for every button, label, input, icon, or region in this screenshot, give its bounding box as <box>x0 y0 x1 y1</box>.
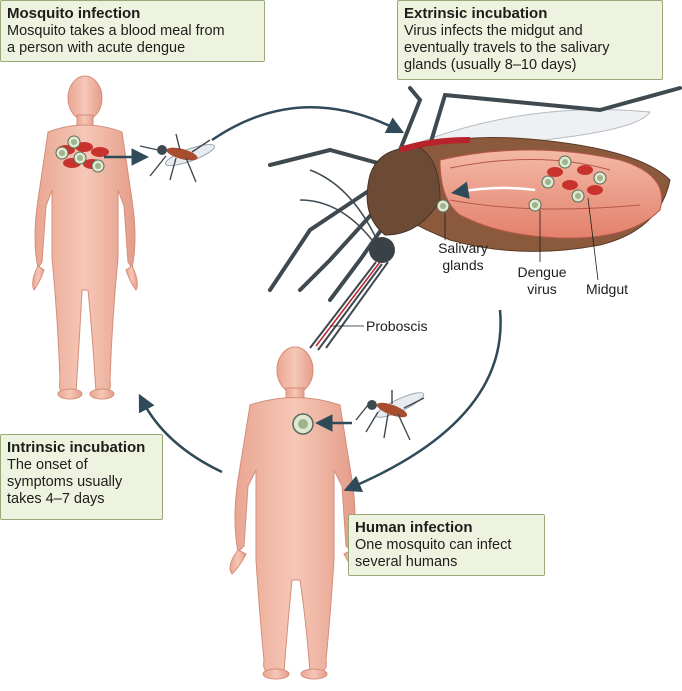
box-mosquito-infection: Mosquito infection Mosquito takes a bloo… <box>0 0 265 62</box>
box-intrinsic-incubation: Intrinsic incubation The onset of sympto… <box>0 434 163 520</box>
box-text-line: eventually travels to the salivary <box>404 40 610 56</box>
box-text-line: symptoms usually <box>7 474 123 490</box>
dengue-virus-cluster <box>528 155 607 212</box>
human-figure-top <box>32 75 138 400</box>
box-title: Human infection <box>355 519 473 536</box>
box-text-line: takes 4–7 days <box>7 491 105 507</box>
label-line: glands <box>442 257 484 273</box>
arrow-mosquito-to-human <box>343 309 502 492</box>
cycle-arrows <box>138 106 502 492</box>
label-salivary-glands: Salivary glands <box>437 240 489 274</box>
label-proboscis: Proboscis <box>366 318 428 334</box>
box-title: Extrinsic incubation <box>404 5 548 22</box>
label-midgut: Midgut <box>586 281 629 297</box>
arrow-human-to-human <box>138 393 223 474</box>
infected-blood-cells-human <box>55 135 109 173</box>
box-text-line: glands (usually 8–10 days) <box>404 57 577 73</box>
label-line: virus <box>527 281 557 297</box>
box-human-infection: Human infection One mosquito can infect … <box>348 514 545 576</box>
label-line: Dengue <box>517 264 567 280</box>
label-dengue-virus: Dengue virus <box>514 264 570 298</box>
box-title: Intrinsic incubation <box>7 439 146 456</box>
box-text-line: The onset of <box>7 457 88 473</box>
box-text-line: Virus infects the midgut and <box>404 23 583 39</box>
mosquito-small-bottom <box>355 390 425 441</box>
salivary-gland-virus <box>436 199 450 213</box>
label-line: Salivary <box>438 240 488 256</box>
human-figure-bottom <box>229 346 361 680</box>
box-text-line: several humans <box>355 554 458 570</box>
arrow-infection-to-incubation <box>211 106 405 142</box>
box-text-line: a person with acute dengue <box>7 40 186 56</box>
mosquito-small-top <box>139 133 216 183</box>
box-extrinsic-incubation: Extrinsic incubation Virus infects the m… <box>397 0 663 80</box>
box-text-line: Mosquito takes a blood meal from <box>7 23 225 39</box>
bite-site-virus <box>292 413 314 435</box>
box-title: Mosquito infection <box>7 5 141 22</box>
box-text-line: One mosquito can infect <box>355 537 512 553</box>
mosquito-large <box>268 86 682 351</box>
